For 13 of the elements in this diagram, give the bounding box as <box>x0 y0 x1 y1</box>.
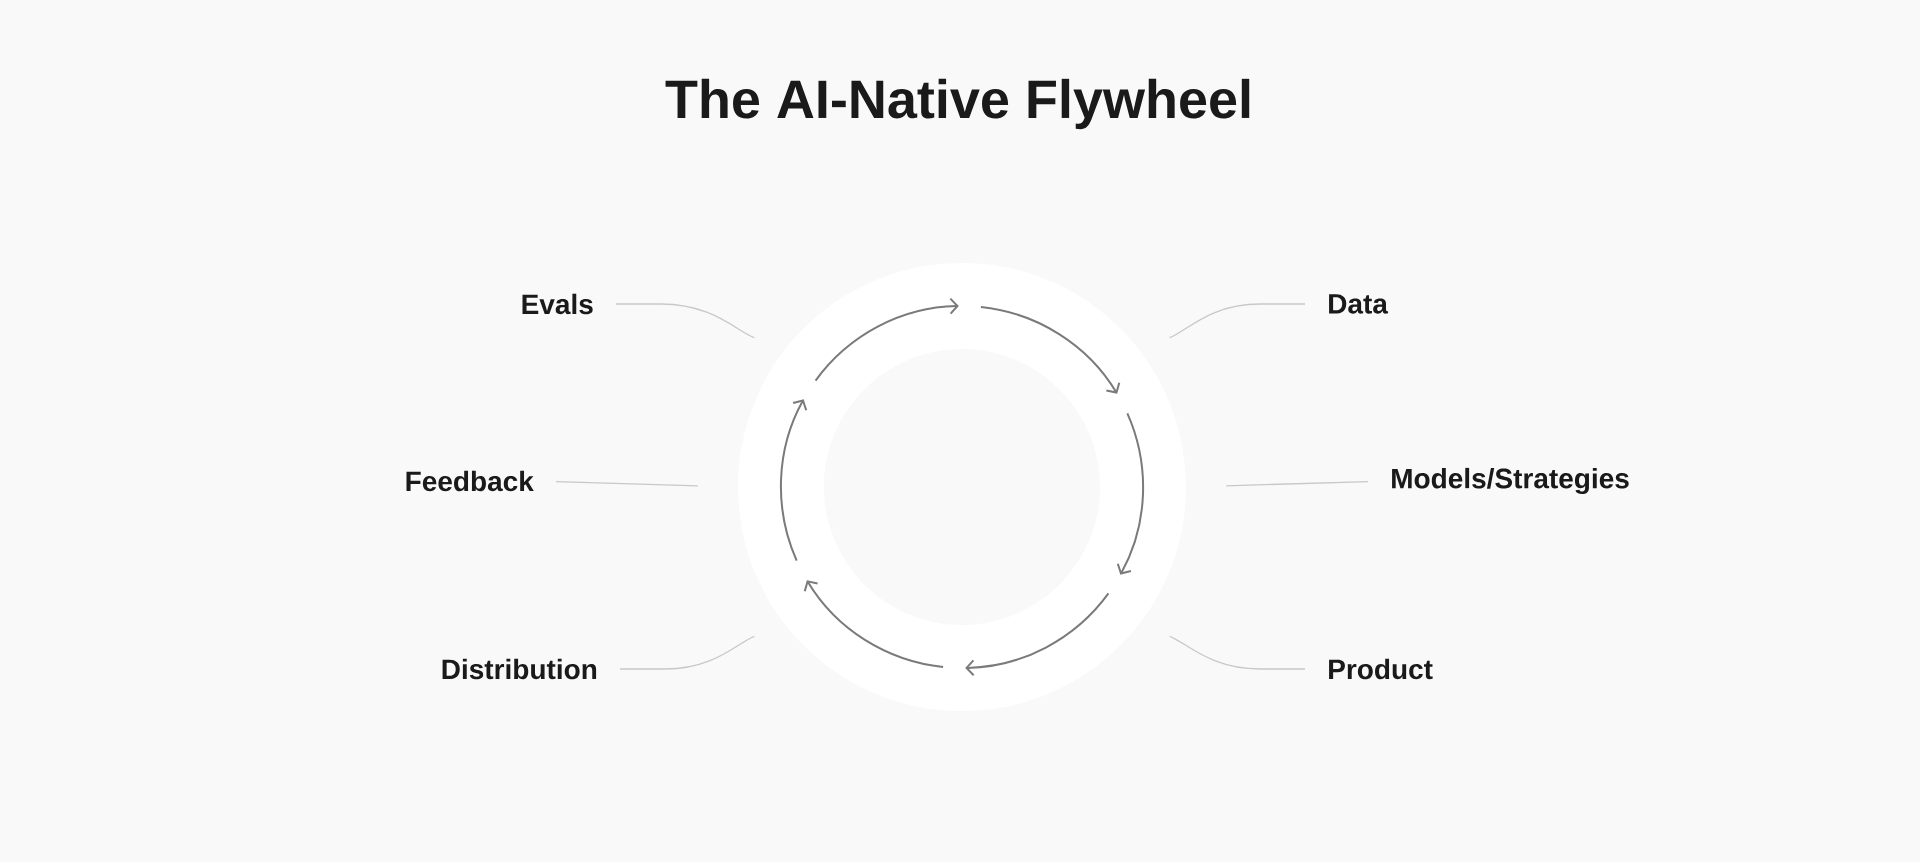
leader-line <box>619 635 755 670</box>
stage-label: Data <box>1329 294 1389 314</box>
leader-line <box>1169 303 1306 339</box>
stage-label: Feedback <box>406 470 534 492</box>
stage-label: Evals <box>522 293 593 315</box>
leader-line <box>1225 481 1369 487</box>
stage-label: Distribution <box>442 658 597 680</box>
title: The AI-Native Flywheel <box>665 78 1250 130</box>
stage-label: Product <box>1329 658 1433 680</box>
leader-line <box>615 303 755 339</box>
leader-line <box>555 481 699 487</box>
leader-line <box>1169 635 1306 670</box>
stage-label: Models/Strategies <box>1392 467 1629 495</box>
